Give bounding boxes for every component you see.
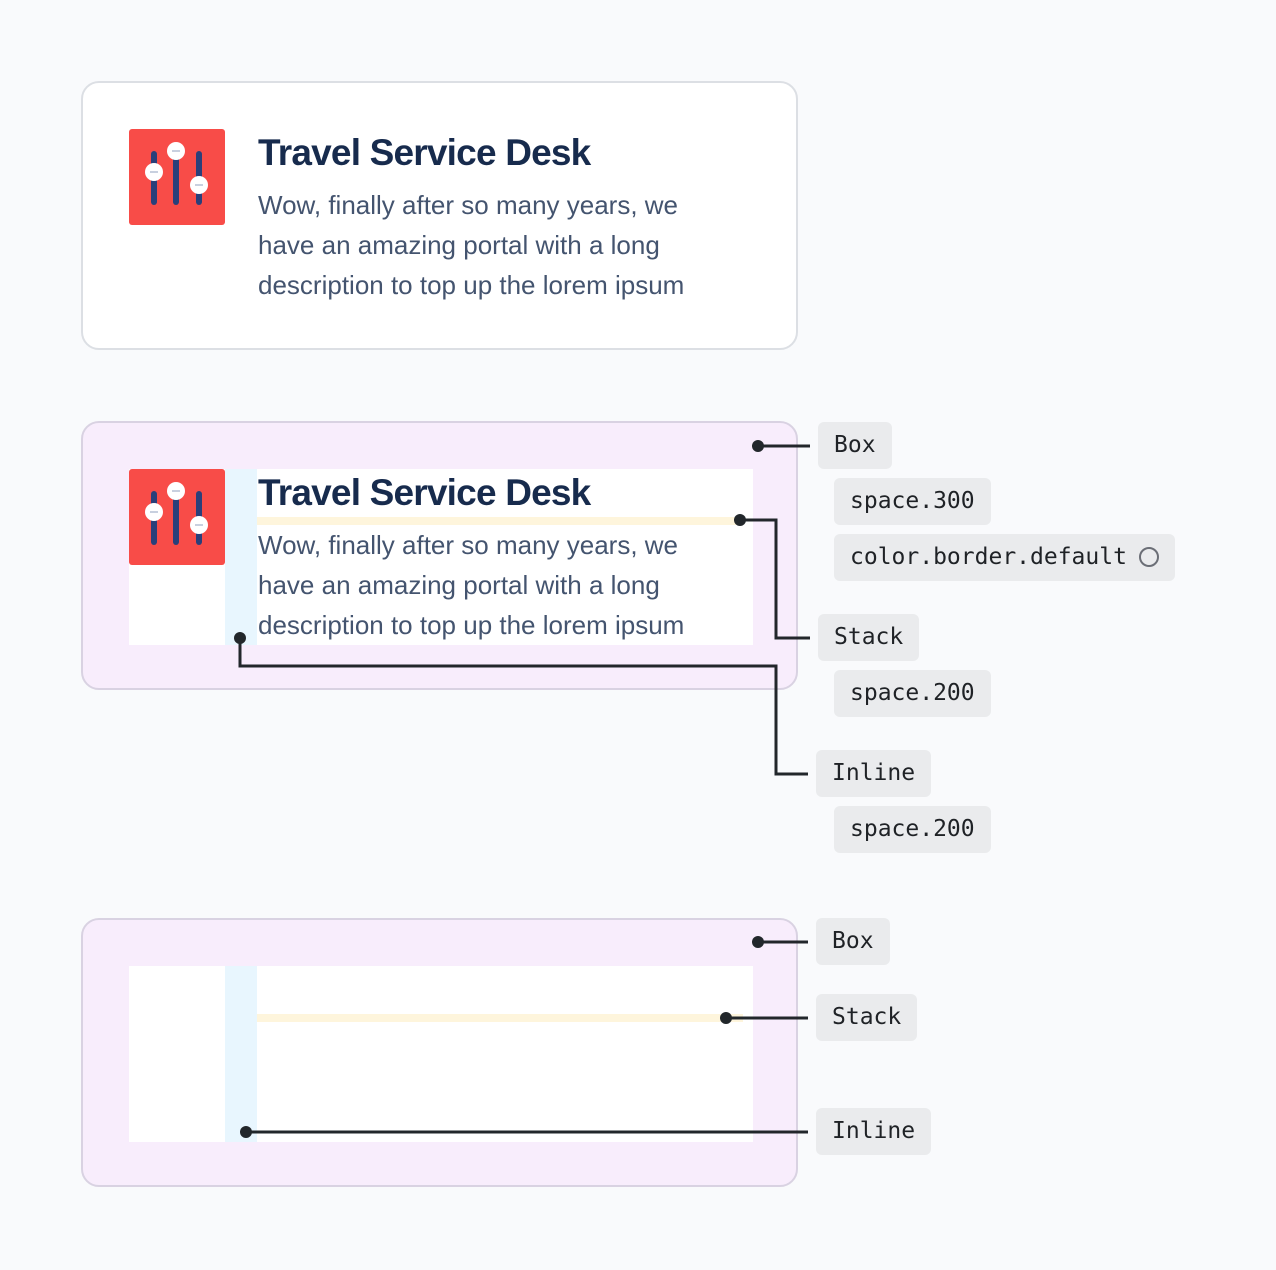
space-token: space.200 — [834, 806, 991, 853]
box-label: Box — [818, 422, 892, 469]
stack-label: Stack — [816, 994, 918, 1041]
card-description: Wow, finally after so many years, we hav… — [258, 525, 778, 645]
description-line: Wow, finally after so many years, we — [258, 190, 679, 220]
content-column — [257, 966, 753, 1142]
card-description: Wow, finally after so many years, we hav… — [258, 185, 778, 305]
description-line: Wow, finally after so many years, we — [258, 530, 679, 560]
icon-column — [129, 966, 225, 1142]
structure-card — [81, 918, 798, 1187]
description-line: have an amazing portal with a long — [258, 570, 660, 600]
stack-label: Stack — [818, 614, 920, 661]
annotated-card: Travel Service Desk Wow, finally after s… — [81, 421, 798, 690]
inline-gap — [225, 469, 257, 645]
space-token: space.200 — [834, 670, 991, 717]
description-line: have an amazing portal with a long — [258, 230, 660, 260]
stack-gap — [257, 517, 743, 525]
border-color-token-label: color.border.default — [850, 544, 1127, 570]
description-line: description to top up the lorem ipsum — [258, 610, 685, 640]
card-title: Travel Service Desk — [258, 472, 591, 513]
sliders-icon — [129, 469, 225, 565]
inline-gap — [225, 966, 257, 1142]
content-column — [257, 469, 753, 645]
color-swatch-icon — [1138, 547, 1159, 567]
description-line: description to top up the lorem ipsum — [258, 270, 685, 300]
sliders-icon — [129, 129, 225, 225]
card-title: Travel Service Desk — [258, 132, 591, 173]
stack-gap — [257, 1014, 743, 1022]
example-card: Travel Service Desk Wow, finally after s… — [81, 81, 798, 350]
border-color-token: color.border.default — [834, 534, 1175, 581]
inline-label: Inline — [816, 750, 932, 797]
inline-label: Inline — [816, 1108, 932, 1155]
space-token: space.300 — [834, 478, 991, 525]
box-label: Box — [816, 918, 890, 965]
